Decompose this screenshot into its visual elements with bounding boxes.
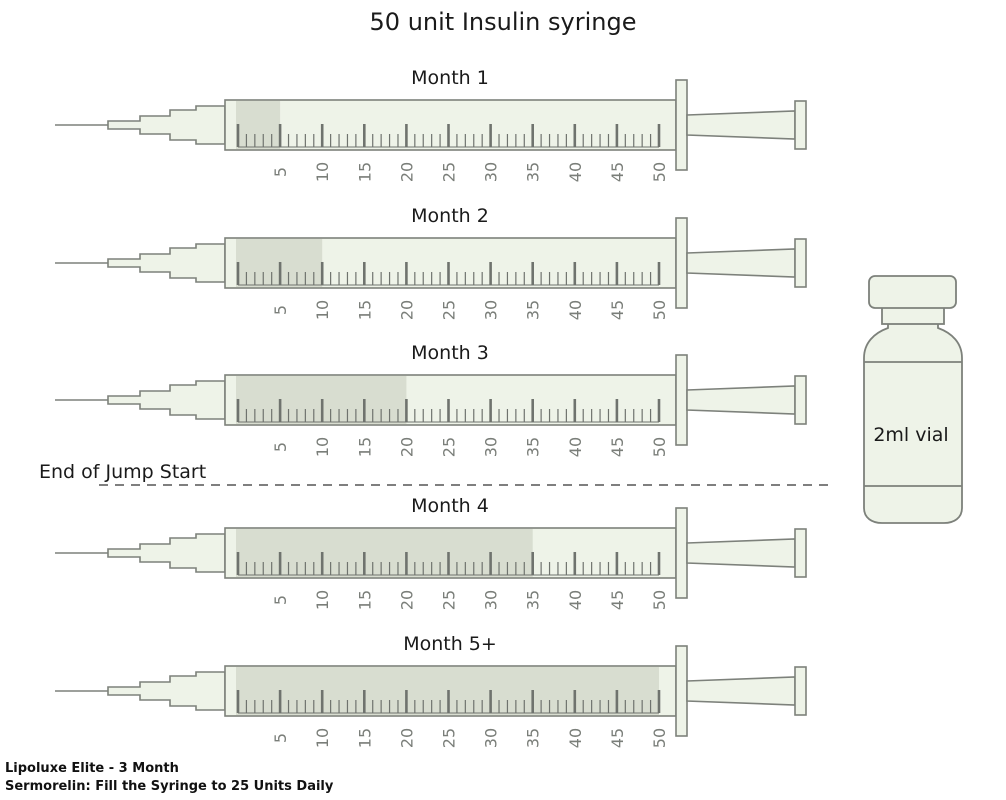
syringe-tick-label: 30 bbox=[482, 590, 501, 610]
syringe-tick-label: 10 bbox=[313, 437, 332, 457]
syringe-tick-label: 5 bbox=[271, 305, 290, 315]
syringe-liquid bbox=[236, 101, 281, 149]
syringe-tick-label: 45 bbox=[608, 590, 627, 610]
syringe-tick-label: 35 bbox=[524, 728, 543, 748]
syringe-hub bbox=[107, 243, 226, 283]
syringe-tick-label: 40 bbox=[566, 728, 585, 748]
syringe-tick-label: 40 bbox=[566, 590, 585, 610]
syringe-plunger-rod bbox=[686, 385, 796, 415]
syringe-tick-label: 10 bbox=[313, 590, 332, 610]
syringe-plunger-cap bbox=[794, 666, 807, 716]
syringe-tick-label: 20 bbox=[397, 437, 416, 457]
syringe-tick-label: 20 bbox=[397, 728, 416, 748]
syringe-plunger-rod bbox=[686, 110, 796, 140]
syringe-month-label: Month 4 bbox=[411, 495, 489, 517]
syringe-liquid bbox=[236, 529, 533, 577]
syringe-tick-label: 30 bbox=[482, 728, 501, 748]
syringe-tick-label: 5 bbox=[271, 167, 290, 177]
syringe-tick-label: 10 bbox=[313, 728, 332, 748]
syringe-tick-label: 25 bbox=[440, 590, 459, 610]
syringe-2: 5 10 15 20 25 30 35 40 45 50 Month 2 bbox=[55, 205, 807, 320]
syringe-tick-label: 40 bbox=[566, 162, 585, 182]
syringe-plunger-cap bbox=[794, 528, 807, 578]
vial-label: 2ml vial bbox=[873, 424, 948, 446]
vial: 2ml vial bbox=[863, 275, 963, 524]
syringe-flange bbox=[675, 217, 688, 309]
syringe-tick-label: 40 bbox=[566, 300, 585, 320]
syringe-tick-label: 25 bbox=[440, 300, 459, 320]
syringe-tick-label: 15 bbox=[355, 728, 374, 748]
vial-neck bbox=[881, 306, 945, 325]
jump-start-divider: End of Jump Start bbox=[39, 461, 830, 486]
syringe-hub bbox=[107, 380, 226, 420]
syringe-tick-label: 45 bbox=[608, 300, 627, 320]
syringe-tick-label: 30 bbox=[482, 162, 501, 182]
syringe-tick-label: 5 bbox=[271, 442, 290, 452]
divider-label: End of Jump Start bbox=[39, 461, 206, 483]
syringe-tick-label: 35 bbox=[524, 300, 543, 320]
syringe-hub bbox=[107, 533, 226, 573]
syringe-plunger-rod bbox=[686, 248, 796, 278]
syringe-tick-label: 20 bbox=[397, 300, 416, 320]
syringe-month-label: Month 1 bbox=[411, 67, 489, 89]
syringe-tick-label: 25 bbox=[440, 437, 459, 457]
syringe-tick-label: 30 bbox=[482, 437, 501, 457]
syringe-tick-label: 50 bbox=[650, 437, 669, 457]
syringe-flange bbox=[675, 645, 688, 737]
syringe-tick-label: 30 bbox=[482, 300, 501, 320]
syringe-plunger-cap bbox=[794, 238, 807, 288]
syringe-tick-label: 10 bbox=[313, 162, 332, 182]
syringe-plunger-rod bbox=[686, 676, 796, 706]
syringe-hub bbox=[107, 671, 226, 711]
syringe-tick-label: 5 bbox=[271, 733, 290, 743]
syringe-tick-label: 20 bbox=[397, 162, 416, 182]
syringe-tick-label: 50 bbox=[650, 162, 669, 182]
syringe-tick-label: 25 bbox=[440, 728, 459, 748]
syringe-tick-label: 35 bbox=[524, 590, 543, 610]
footer-line-1: Lipoluxe Elite - 3 Month bbox=[5, 761, 179, 776]
syringe-4: 5 10 15 20 25 30 35 40 45 50 Month 4 bbox=[55, 495, 807, 610]
syringe-tick-label: 25 bbox=[440, 162, 459, 182]
syringe-month-label: Month 3 bbox=[411, 342, 489, 364]
syringe-tick-label: 40 bbox=[566, 437, 585, 457]
syringe-tick-label: 45 bbox=[608, 162, 627, 182]
syringe-hub bbox=[107, 105, 226, 145]
syringe-tick-label: 50 bbox=[650, 300, 669, 320]
vial-cap bbox=[868, 275, 957, 309]
syringe-tick-label: 15 bbox=[355, 162, 374, 182]
footer-line-2: Sermorelin: Fill the Syringe to 25 Units… bbox=[5, 779, 334, 794]
syringe-tick-label: 45 bbox=[608, 437, 627, 457]
syringe-tick-label: 50 bbox=[650, 590, 669, 610]
page-title: 50 unit Insulin syringe bbox=[370, 8, 637, 36]
syringe-tick-label: 15 bbox=[355, 437, 374, 457]
syringe-1: 5 10 15 20 25 30 35 40 45 50 Month 1 bbox=[55, 67, 807, 182]
syringe-plunger-rod bbox=[686, 538, 796, 568]
syringes-group: 5 10 15 20 25 30 35 40 45 50 Month 1 5 10 15 20 25 30 35 4… bbox=[55, 67, 807, 748]
syringe-plunger-cap bbox=[794, 100, 807, 150]
syringe-plunger-cap bbox=[794, 375, 807, 425]
syringe-tick-label: 45 bbox=[608, 728, 627, 748]
syringe-flange bbox=[675, 354, 688, 446]
syringe-tick-label: 15 bbox=[355, 590, 374, 610]
syringe-month-label: Month 5+ bbox=[403, 633, 497, 655]
syringe-tick-label: 35 bbox=[524, 437, 543, 457]
syringe-tick-label: 35 bbox=[524, 162, 543, 182]
syringe-tick-label: 5 bbox=[271, 595, 290, 605]
syringe-flange bbox=[675, 79, 688, 171]
syringe-tick-label: 50 bbox=[650, 728, 669, 748]
syringe-3: 5 10 15 20 25 30 35 40 45 50 Month 3 bbox=[55, 342, 807, 457]
syringe-tick-label: 20 bbox=[397, 590, 416, 610]
syringe-flange bbox=[675, 507, 688, 599]
syringe-5: 5 10 15 20 25 30 35 40 45 50 Month 5+ bbox=[55, 633, 807, 748]
syringe-month-label: Month 2 bbox=[411, 205, 489, 227]
syringe-tick-label: 15 bbox=[355, 300, 374, 320]
syringe-tick-label: 10 bbox=[313, 300, 332, 320]
footer-note: Lipoluxe Elite - 3 Month Sermorelin: Fil… bbox=[5, 760, 333, 796]
vial-body bbox=[863, 322, 963, 524]
